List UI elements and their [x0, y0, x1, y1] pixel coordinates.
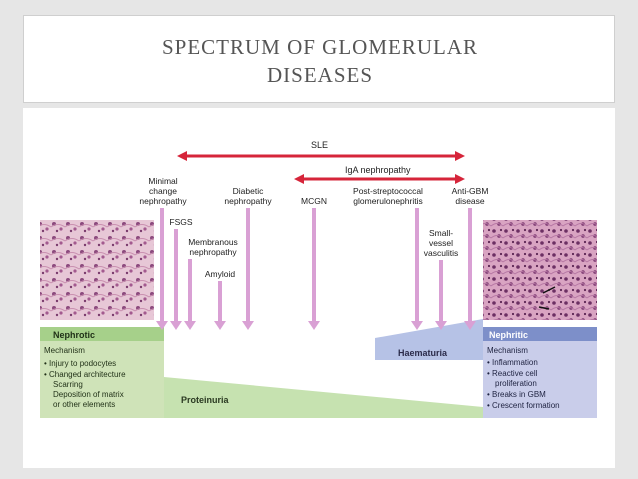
- fsgs-label: FSGS: [169, 217, 192, 227]
- nephritic-title: Nephritic: [489, 330, 528, 340]
- post-strep-label: glomerulonephritis: [353, 196, 422, 206]
- mcgn-arrow: [308, 208, 320, 330]
- amyloid-arrow: [214, 281, 226, 330]
- nephrotic-item: or other elements: [53, 400, 115, 409]
- small-vessel-arrow: [435, 260, 447, 330]
- minimal-change-arrow: [156, 208, 168, 330]
- nephrotic-histology-image: [40, 220, 154, 320]
- nephritic-item: • Breaks in GBM: [487, 390, 546, 399]
- iga-range-arrow: [294, 174, 465, 184]
- haematuria-wedge: [375, 319, 483, 360]
- minimal-change-label: change: [149, 186, 177, 196]
- small-vessel-label: vessel: [429, 238, 453, 248]
- membranous-arrow: [184, 259, 196, 330]
- nephritic-item: • Reactive cell: [487, 369, 538, 378]
- image-pointer-arrows: [538, 286, 556, 310]
- sle-range-arrow: [177, 151, 465, 161]
- nephrotic-item: Deposition of matrix: [53, 390, 124, 399]
- minimal-change-label: nephropathy: [139, 196, 187, 206]
- nephrotic-box: [40, 341, 164, 418]
- amyloid-label: Amyloid: [205, 269, 236, 279]
- slide-title-line2: DISEASES: [266, 63, 374, 87]
- title-box: SPECTRUM OF GLOMERULAR DISEASES: [23, 15, 615, 103]
- minimal-change-label: Minimal: [148, 176, 177, 186]
- nephrotic-item: • Injury to podocytes: [44, 359, 116, 368]
- small-vessel-label: vasculitis: [424, 248, 458, 258]
- diabetic-label: Diabetic: [233, 186, 264, 196]
- nephritic-box: [483, 341, 597, 418]
- haematuria-label: Haematuria: [398, 348, 448, 358]
- slide-title-line1: SPECTRUM OF GLOMERULAR: [161, 35, 479, 59]
- nephrotic-item: Scarring: [53, 380, 83, 389]
- nephrotic-title: Nephrotic: [53, 330, 95, 340]
- membranous-label: nephropathy: [189, 247, 237, 257]
- proteinuria-wedge: [164, 377, 483, 418]
- fsgs-arrow: [170, 229, 182, 330]
- post-strep-arrow: [411, 208, 423, 330]
- glomerular-spectrum-diagram: Haematuria Proteinuria Nephrotic Mechani…: [40, 140, 597, 418]
- anti-gbm-label: disease: [455, 196, 485, 206]
- sle-label: SLE: [311, 140, 328, 150]
- slide-title: SPECTRUM OF GLOMERULAR DISEASES: [24, 33, 616, 89]
- nephritic-item: • Crescent formation: [487, 401, 560, 410]
- membranous-label: Membranous: [188, 237, 238, 247]
- post-strep-label: Post-streptococcal: [353, 186, 423, 196]
- nephritic-histology-image: [483, 220, 597, 320]
- diabetic-arrow: [242, 208, 254, 330]
- iga-label: IgA nephropathy: [345, 165, 411, 175]
- nephritic-header: [483, 327, 597, 341]
- nephrotic-item: • Changed architecture: [44, 370, 126, 379]
- nephritic-mechanism: Mechanism: [487, 346, 528, 355]
- nephritic-item: proliferation: [495, 379, 537, 388]
- diabetic-label: nephropathy: [224, 196, 272, 206]
- proteinuria-label: Proteinuria: [181, 395, 230, 405]
- small-vessel-label: Small-: [429, 228, 453, 238]
- nephrotic-mechanism: Mechanism: [44, 346, 85, 355]
- anti-gbm-arrow: [464, 208, 476, 330]
- nephrotic-header: [40, 327, 164, 341]
- diagram-panel: Haematuria Proteinuria Nephrotic Mechani…: [23, 108, 615, 468]
- mcgn-label: MCGN: [301, 196, 327, 206]
- anti-gbm-label: Anti-GBM: [452, 186, 489, 196]
- nephritic-item: • Inflammation: [487, 358, 538, 367]
